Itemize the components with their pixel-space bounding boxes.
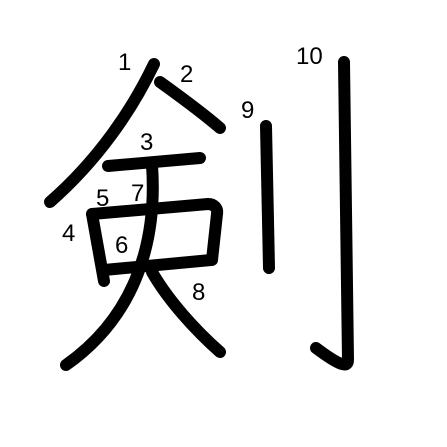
stroke-number-6: 6: [115, 232, 128, 259]
stroke-number-10: 10: [296, 43, 323, 70]
stroke-number-4: 4: [62, 220, 75, 247]
stroke-10: [310, 56, 354, 371]
stroke-2: [154, 76, 226, 134]
stroke-7: [60, 159, 159, 371]
stroke-number-5: 5: [96, 185, 109, 212]
stroke-number-1: 1: [118, 49, 131, 76]
stroke-number-9: 9: [241, 97, 254, 124]
stroke-number-7: 7: [131, 180, 144, 207]
stroke-1: [44, 58, 160, 208]
stroke-number-2: 2: [180, 61, 193, 88]
stroke-number-3: 3: [140, 129, 153, 156]
stroke-9: [260, 120, 275, 274]
stroke-5: [86, 198, 224, 266]
stroke-number-8: 8: [192, 279, 205, 306]
stroke-6: [98, 254, 217, 276]
stroke-8: [146, 266, 226, 358]
